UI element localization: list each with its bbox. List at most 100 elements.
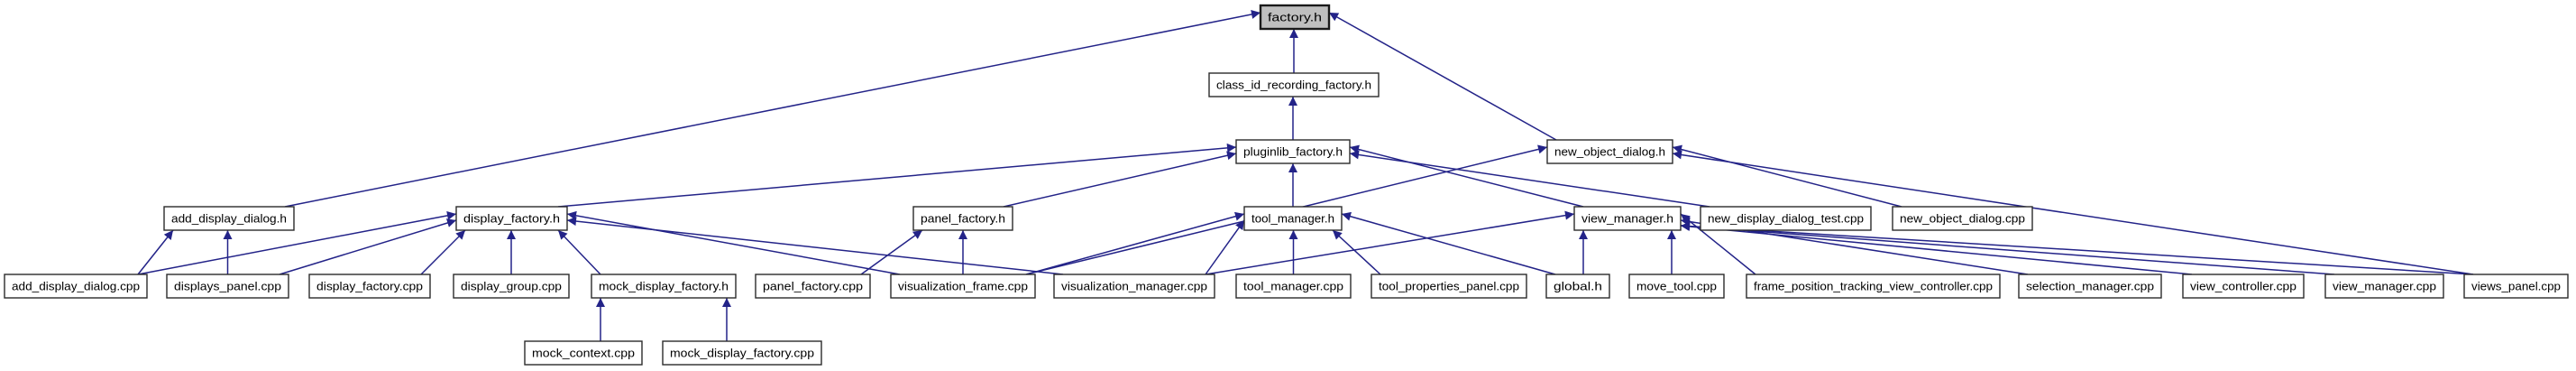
node-mock_context[interactable]: mock_context.cpp [524, 340, 643, 366]
node-box[interactable] [1545, 274, 1610, 299]
node-box[interactable] [755, 274, 871, 299]
node-box[interactable] [2018, 274, 2162, 299]
node-viz_manager[interactable]: visualization_manager.cpp [1053, 274, 1215, 299]
node-label: tool_properties_panel.cpp [1379, 280, 1519, 293]
node-mock_display_h[interactable]: mock_display_factory.h [591, 274, 737, 299]
node-selection_manager[interactable]: selection_manager.cpp [2018, 274, 2162, 299]
node-tool_manager_cpp[interactable]: tool_manager.cpp [1235, 274, 1352, 299]
node-box[interactable] [2463, 274, 2569, 299]
node-add_display_h[interactable]: add_display_dialog.h [163, 206, 295, 231]
edge-view_manager_h-to-pluginlib [1349, 144, 1584, 208]
edge-views_panel-to-view_manager_h [1680, 221, 2474, 275]
node-box[interactable] [662, 340, 822, 366]
node-class_id[interactable]: class_id_recording_factory.h [1208, 72, 1380, 97]
node-panel_factory_cpp[interactable]: panel_factory.cpp [755, 274, 871, 299]
node-new_object_cpp[interactable]: new_object_dialog.cpp [1892, 206, 2033, 231]
node-box[interactable] [453, 274, 570, 299]
node-view_controller[interactable]: view_controller.cpp [2182, 274, 2305, 299]
edge-new_object_cpp-to-new_object_h [1672, 144, 1902, 208]
node-view_manager_h[interactable]: view_manager.h [1573, 206, 1682, 231]
node-label: display_group.cpp [461, 280, 562, 293]
node-box[interactable] [163, 206, 295, 231]
node-box[interactable] [1746, 274, 2001, 299]
edge-mock_display_h-to-display_factory_h [557, 229, 601, 275]
edge-panel_factory_cpp-to-panel_factory_h [860, 229, 923, 275]
node-label: new_display_dialog_test.cpp [1708, 212, 1864, 226]
node-new_display_test[interactable]: new_display_dialog_test.cpp [1700, 206, 1872, 231]
node-box[interactable] [455, 206, 568, 231]
node-box[interactable] [591, 274, 737, 299]
node-box[interactable] [166, 274, 289, 299]
node-box[interactable] [1243, 206, 1343, 231]
node-box[interactable] [4, 274, 148, 299]
node-box[interactable] [1628, 274, 1725, 299]
node-label: view_manager.cpp [2333, 280, 2436, 293]
node-label: selection_manager.cpp [2026, 280, 2154, 293]
node-display_factory_cpp[interactable]: display_factory.cpp [308, 274, 431, 299]
edge-viz_frame-to-display_factory_h [566, 210, 901, 275]
node-label: new_object_dialog.h [1554, 145, 1665, 159]
node-box[interactable] [1892, 206, 2033, 231]
node-box[interactable] [2182, 274, 2305, 299]
node-views_panel[interactable]: views_panel.cpp [2463, 274, 2569, 299]
node-frame_pos[interactable]: frame_position_tracking_view_controller.… [1746, 274, 2001, 299]
node-box[interactable] [2324, 274, 2444, 299]
node-box[interactable] [1371, 274, 1527, 299]
node-global_h[interactable]: global.h [1545, 274, 1610, 299]
node-label: add_display_dialog.h [171, 212, 287, 226]
node-label: panel_factory.cpp [763, 280, 863, 293]
node-label: add_display_dialog.cpp [12, 280, 140, 293]
edge-new_object_h-to-factory_h [1328, 12, 1557, 141]
edge-displays_panel-to-display_factory_h [279, 218, 457, 275]
node-display_factory_h[interactable]: display_factory.h [455, 206, 568, 231]
node-display_group[interactable]: display_group.cpp [453, 274, 570, 299]
node-box[interactable] [1053, 274, 1215, 299]
node-add_display_cpp[interactable]: add_display_dialog.cpp [4, 274, 148, 299]
node-pluginlib[interactable]: pluginlib_factory.h [1235, 139, 1351, 164]
node-view_manager_cpp[interactable]: view_manager.cpp [2324, 274, 2444, 299]
node-box[interactable] [1208, 72, 1380, 97]
edge-add_display_cpp-to-add_display_h [137, 229, 174, 275]
node-tool_manager_h[interactable]: tool_manager.h [1243, 206, 1343, 231]
edge-viz_frame-to-tool_manager_h [1025, 211, 1245, 275]
node-label: panel_factory.h [921, 212, 1005, 226]
node-factory_h[interactable]: factory.h [1259, 4, 1331, 31]
node-label: display_factory.h [463, 212, 560, 226]
node-move_tool[interactable]: move_tool.cpp [1628, 274, 1725, 299]
node-label: frame_position_tracking_view_controller.… [1754, 280, 1993, 293]
node-label: class_id_recording_factory.h [1216, 79, 1371, 92]
node-box[interactable] [1573, 206, 1682, 231]
node-label: mock_display_factory.h [599, 280, 729, 293]
node-displays_panel[interactable]: displays_panel.cpp [166, 274, 289, 299]
node-label: visualization_frame.cpp [898, 280, 1028, 293]
root-node-box[interactable] [1259, 4, 1331, 31]
node-box[interactable] [1700, 206, 1872, 231]
edge-views_panel-to-new_object_h [1672, 150, 2474, 275]
node-box[interactable] [1235, 139, 1351, 164]
node-box[interactable] [912, 206, 1013, 231]
edge-tool_props-to-tool_manager_h [1332, 229, 1381, 275]
node-box[interactable] [308, 274, 431, 299]
edge-new_display_test-to-pluginlib [1349, 150, 1710, 208]
edge-display_factory_cpp-to-display_factory_h [420, 229, 466, 275]
node-mock_display_cpp[interactable]: mock_display_factory.cpp [662, 340, 822, 366]
edge-global_h-to-tool_manager_h [1341, 211, 1556, 275]
node-viz_frame[interactable]: visualization_frame.cpp [890, 274, 1036, 299]
edge-panel_factory_h-to-pluginlib [1003, 151, 1237, 208]
node-label: views_panel.cpp [2471, 280, 2561, 293]
node-box[interactable] [890, 274, 1036, 299]
node-label: factory.h [1268, 11, 1322, 24]
node-panel_factory_h[interactable]: panel_factory.h [912, 206, 1013, 231]
edge-add_display_cpp-to-display_factory_h [137, 210, 457, 275]
node-box[interactable] [1546, 139, 1673, 164]
node-label: tool_manager.cpp [1243, 280, 1343, 293]
node-tool_props[interactable]: tool_properties_panel.cpp [1371, 274, 1527, 299]
node-new_object_h[interactable]: new_object_dialog.h [1546, 139, 1673, 164]
node-label: view_manager.h [1581, 212, 1673, 226]
node-box[interactable] [524, 340, 643, 366]
node-box[interactable] [1235, 274, 1352, 299]
edge-frame_pos-to-view_manager_h [1680, 213, 1756, 275]
edge-display_factory_h-to-pluginlib [557, 143, 1237, 208]
edge-view_manager_cpp-to-view_manager_h [1680, 221, 2335, 275]
